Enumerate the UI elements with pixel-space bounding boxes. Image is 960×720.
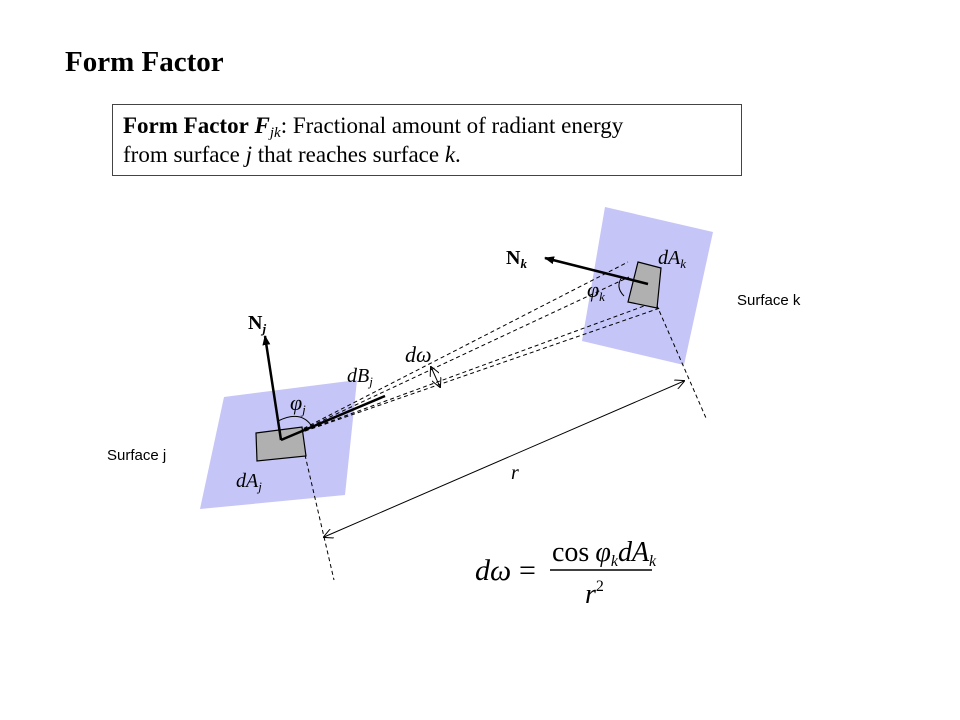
normal-j-arrow: [262, 335, 283, 441]
page-title: Form Factor: [65, 46, 224, 78]
surface-j-label: Surface j: [107, 447, 166, 464]
phi-k-label: φk: [587, 277, 605, 304]
normal-k-label: Nk: [506, 247, 527, 271]
dA-j-label: dAj: [236, 470, 262, 494]
definition-line2-c: .: [455, 142, 461, 167]
definition-term: Form Factor: [123, 113, 249, 138]
definition-line2-j: j: [245, 142, 252, 167]
equation-denominator: r2: [585, 578, 604, 610]
surface-k-label: Surface k: [737, 292, 801, 309]
definition-line2-k: k: [444, 142, 456, 167]
normal-j-label: Nj: [248, 312, 266, 336]
definition-subscript: jk: [269, 125, 281, 141]
distance-r-label: r: [511, 462, 519, 484]
patch-dA-k: [627, 261, 662, 309]
definition-line1: : Fractional amount of radiant energy: [280, 113, 624, 138]
dA-k-label: dAk: [658, 247, 686, 271]
phi-j-label: φj: [290, 390, 306, 417]
equation-equals: =: [519, 554, 536, 587]
definition-symbol: F: [254, 113, 270, 138]
distance-r-arrow: [324, 381, 684, 537]
dB-j-label: dBj: [347, 365, 373, 389]
phi-j-arc: [277, 415, 312, 426]
d-omega-label: dω: [405, 342, 432, 367]
definition-box: Form Factor Fjk: Fractional amount of ra…: [112, 104, 742, 176]
phi-k-arc: [618, 276, 625, 297]
definition-line2-b: that reaches surface: [252, 142, 445, 167]
equation-lhs: dω: [475, 554, 511, 587]
normal-k-arrow: [544, 256, 649, 286]
definition-line2-a: from surface: [123, 142, 246, 167]
